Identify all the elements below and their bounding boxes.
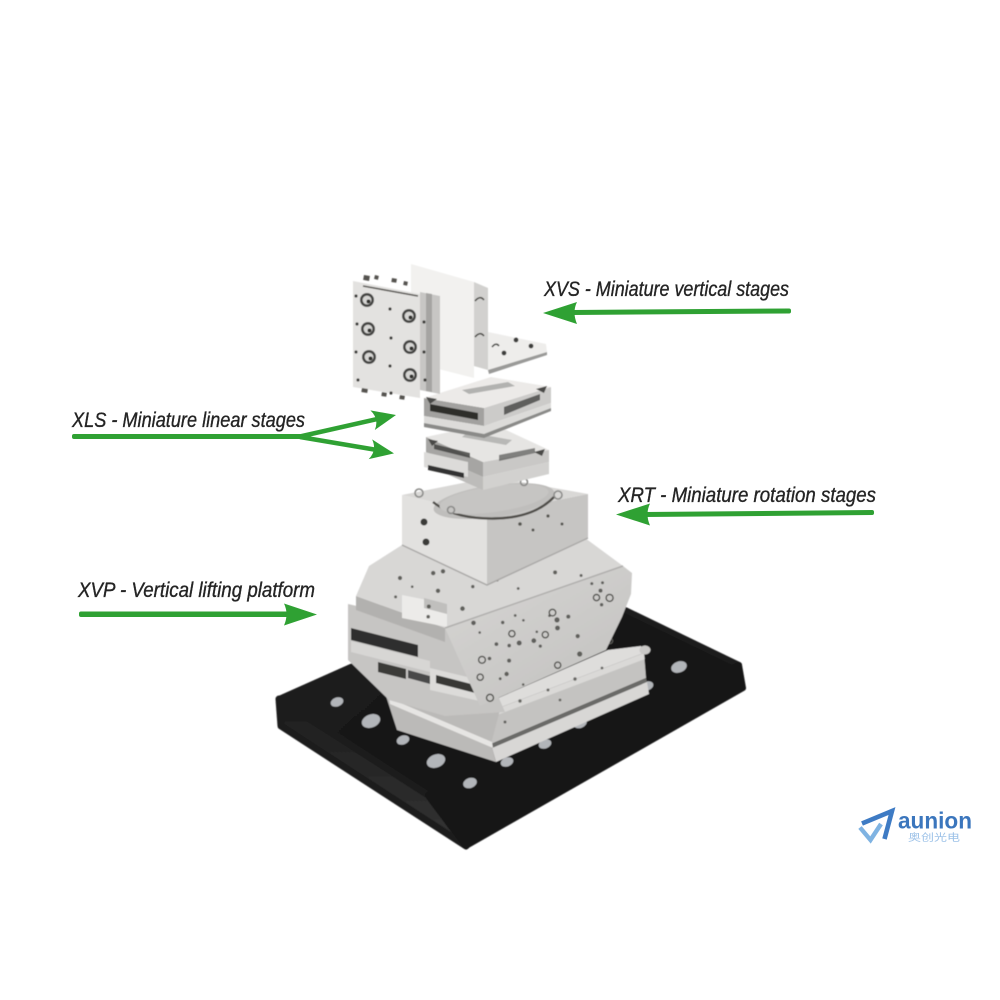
svg-text:XLS - Miniature linear stages: XLS - Miniature linear stages: [71, 409, 305, 432]
svg-text:aunion: aunion: [898, 808, 972, 834]
svg-text:XVP - Vertical lifting platfor: XVP - Vertical lifting platform: [77, 579, 315, 602]
svg-text:XVS - Miniature vertical stage: XVS - Miniature vertical stages: [543, 278, 789, 301]
svg-text:XRT - Miniature rotation stag: XRT - Miniature rotation stages: [617, 484, 876, 507]
svg-text:奥创光电: 奥创光电: [908, 831, 960, 844]
